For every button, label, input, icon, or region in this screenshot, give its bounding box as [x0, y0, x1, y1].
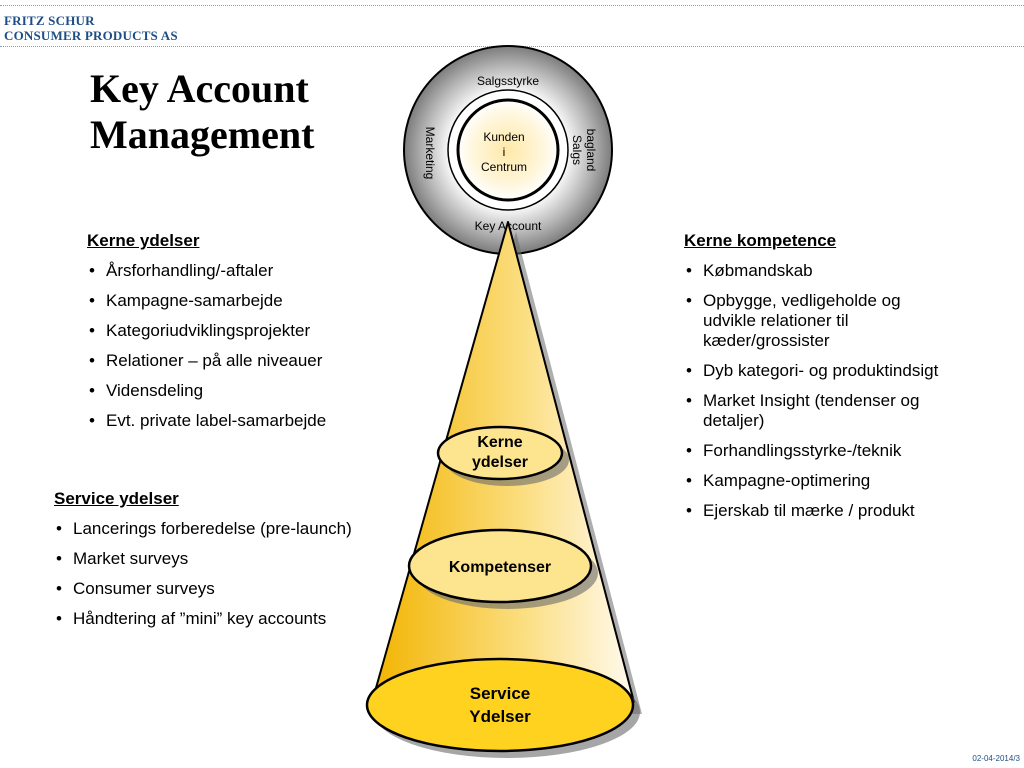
list-item: Consumer surveys — [54, 579, 404, 599]
kerne-kompetence-section: Kerne kompetence Købmandskab Opbygge, ve… — [684, 231, 994, 531]
list-item: Kampagne-optimering — [684, 471, 994, 491]
ring-label-right-line2: bagland — [584, 129, 598, 172]
list-item: Forhandlingsstyrke-/teknik — [684, 441, 994, 461]
list-item: Market Insight (tendenser og detaljer) — [684, 391, 994, 431]
service-ydelser-heading: Service ydelser — [54, 489, 179, 508]
ring-label-left: Marketing — [423, 127, 437, 180]
list-item: Dyb kategori- og produktindsigt — [684, 361, 994, 381]
list-item: Håndtering af ”mini” key accounts — [54, 609, 404, 629]
title-line-1: Key Account — [90, 66, 309, 111]
level1-ellipse — [436, 425, 564, 481]
list-item: Kampagne-samarbejde — [87, 291, 387, 311]
service-ydelser-section: Service ydelser Lancerings forberedelse … — [54, 489, 404, 639]
center-label-line3: Centrum — [481, 160, 527, 174]
level3-label-line1: Service — [470, 684, 531, 703]
kerne-kompetence-list: Købmandskab Opbygge, vedligeholde og udv… — [684, 261, 994, 521]
customer-ring: Salgsstyrke Key Account Marketing Salgs … — [403, 45, 613, 255]
list-item: Opbygge, vedligeholde og udvikle relatio… — [684, 291, 994, 351]
list-item: Ejerskab til mærke / produkt — [684, 501, 994, 521]
level1-label-line1: Kerne — [477, 434, 522, 451]
kerne-ydelser-list: Årsforhandling/-aftaler Kampagne-samarbe… — [87, 261, 387, 431]
page-title: Key Account Management — [90, 66, 314, 158]
title-line-2: Management — [90, 112, 315, 157]
list-item: Årsforhandling/-aftaler — [87, 261, 387, 281]
list-item: Market surveys — [54, 549, 404, 569]
list-item: Kategoriudviklingsprojekter — [87, 321, 387, 341]
list-item: Relationer – på alle niveauer — [87, 351, 387, 371]
level3-label-line2: Ydelser — [469, 707, 531, 726]
list-item: Vidensdeling — [87, 381, 387, 401]
list-item: Evt. private label-samarbejde — [87, 411, 387, 431]
ring-label-right-line1: Salgs — [570, 135, 584, 165]
kerne-kompetence-heading: Kerne kompetence — [684, 231, 837, 250]
kerne-ydelser-heading: Kerne ydelser — [87, 231, 200, 250]
kerne-ydelser-section: Kerne ydelser Årsforhandling/-aftaler Ka… — [87, 231, 387, 441]
list-item: Lancerings forberedelse (pre-launch) — [54, 519, 404, 539]
company-name-line2: CONSUMER PRODUCTS AS — [4, 28, 178, 43]
company-name-line1: FRITZ SCHUR — [4, 13, 95, 28]
page-reference: 02-04-2014/3 — [972, 754, 1020, 763]
list-item: Købmandskab — [684, 261, 994, 281]
level2-ellipse — [407, 528, 593, 604]
service-ydelser-list: Lancerings forberedelse (pre-launch) Mar… — [54, 519, 404, 629]
level3-ellipse — [365, 657, 635, 753]
header-rule-top — [0, 5, 1024, 6]
center-label-line1: Kunden — [483, 130, 524, 144]
center-circle — [456, 98, 560, 202]
level1-label-line2: ydelser — [472, 454, 528, 471]
ring-label-right: Salgs bagland — [570, 129, 598, 172]
ring-label-top: Salgsstyrke — [477, 74, 539, 88]
level2-label: Kompetenser — [449, 559, 551, 576]
center-label-line2: i — [503, 145, 506, 159]
